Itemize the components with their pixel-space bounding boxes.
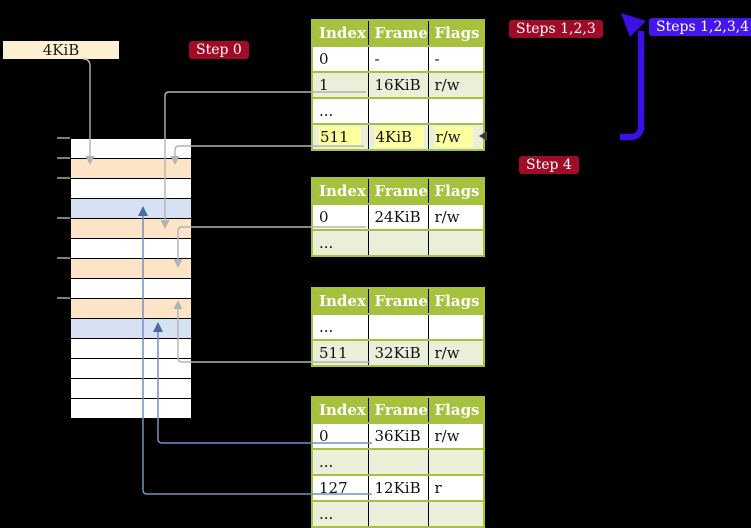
table-cell: 1 — [312, 71, 368, 98]
table-row: 511 4KiB r/w — [312, 123, 484, 150]
table-cell: ... — [312, 313, 368, 340]
column-header: Index — [312, 178, 368, 205]
loop-arrow — [620, 31, 645, 141]
memory-row-white — [71, 139, 191, 159]
table-cell: 36KiB — [367, 422, 428, 449]
table-row: ... — [312, 97, 484, 124]
table-cell: 24KiB — [367, 203, 428, 230]
step4-badge: Step 4 — [519, 156, 579, 174]
table-cell: 127 — [312, 474, 368, 501]
table-cell — [427, 97, 484, 124]
table-cell: ... — [312, 448, 368, 475]
memory-row-blue — [71, 199, 191, 219]
table-cell: 12KiB — [367, 474, 428, 501]
memory-column — [70, 138, 192, 419]
table-cell — [367, 313, 428, 340]
memory-row-white — [71, 359, 191, 379]
column-header: Index — [312, 288, 368, 315]
table-cell: - — [367, 45, 428, 72]
highlighted-value: 4KiB — [374, 127, 425, 147]
table-cell: 511 — [312, 339, 368, 366]
column-header: Index — [312, 20, 368, 47]
highlighted-value: 511 — [319, 127, 361, 147]
table-row: ... — [312, 500, 484, 527]
column-header: Index — [312, 397, 368, 424]
memory-tick — [57, 157, 70, 159]
column-header: Frame — [367, 288, 428, 315]
table-cell — [427, 448, 484, 475]
steps123-badge: Steps 1,2,3 — [509, 20, 603, 38]
memory-row-peach — [71, 159, 191, 179]
memory-row-white — [71, 379, 191, 399]
table-cell: r — [427, 474, 484, 501]
table-cell: 511 — [312, 123, 368, 150]
memory-tick — [57, 177, 70, 179]
column-header: Flags — [427, 288, 484, 315]
table-cell: 0 — [312, 203, 368, 230]
memory-row-white — [71, 339, 191, 359]
table-cell: r/w — [427, 339, 484, 366]
table-row: ... — [312, 313, 484, 340]
table-cell: 4KiB — [367, 123, 428, 150]
column-header: Flags — [427, 397, 484, 424]
column-header: Flags — [427, 178, 484, 205]
column-header: Frame — [367, 397, 428, 424]
memory-tick — [57, 137, 70, 139]
table-cell: 0 — [312, 45, 368, 72]
table-cell: 16KiB — [367, 71, 428, 98]
table-cell: 32KiB — [367, 339, 428, 366]
table-cell: ... — [312, 229, 368, 256]
table-cell — [427, 500, 484, 527]
highlighted-value: r/w — [434, 127, 473, 147]
table-cell: ... — [312, 97, 368, 124]
table-row: ... — [312, 448, 484, 475]
table-row: ... — [312, 229, 484, 256]
memory-row-white — [71, 399, 191, 418]
table-cell — [367, 500, 428, 527]
memory-tick — [57, 257, 70, 259]
table-cell: r/w — [427, 422, 484, 449]
table-cell — [427, 313, 484, 340]
table-cell: r/w — [427, 123, 484, 150]
table-cell: 0 — [312, 422, 368, 449]
memory-row-white — [71, 179, 191, 199]
column-header: Frame — [367, 178, 428, 205]
table-cell — [367, 448, 428, 475]
memory-row-peach — [71, 259, 191, 279]
table-cell — [427, 229, 484, 256]
page-size-label: 4KiB — [2, 40, 120, 60]
memory-row-blue — [71, 319, 191, 339]
table-cell — [367, 97, 428, 124]
memory-row-white — [71, 239, 191, 259]
memory-row-white — [71, 279, 191, 299]
table-cell: r/w — [427, 203, 484, 230]
table-cell: r/w — [427, 71, 484, 98]
step0-badge: Step 0 — [189, 41, 249, 59]
memory-row-peach — [71, 299, 191, 319]
column-header: Frame — [367, 20, 428, 47]
memory-tick — [57, 297, 70, 299]
memory-tick — [57, 217, 70, 219]
table-row: 0-- — [312, 45, 484, 72]
arrow-up-left-icon — [621, 13, 646, 37]
steps1234-badge: Steps 1,2,3,4 — [649, 18, 751, 36]
table-cell — [367, 229, 428, 256]
table-cell: - — [427, 45, 484, 72]
column-header: Flags — [427, 20, 484, 47]
memory-row-peach — [71, 219, 191, 239]
table-cell: ... — [312, 500, 368, 527]
